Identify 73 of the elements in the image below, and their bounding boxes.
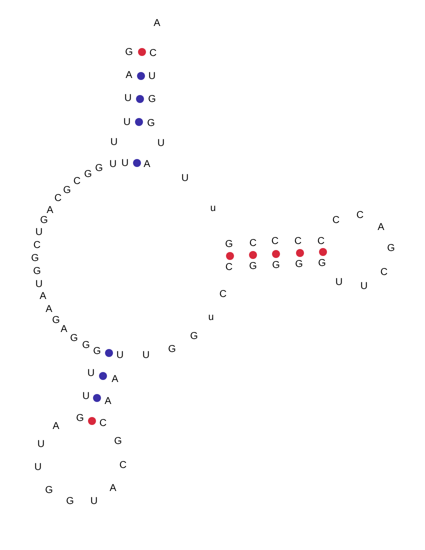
nucleotide-letter: G: [76, 414, 84, 424]
nucleotide-letter: C: [73, 177, 81, 187]
nucleotide-letter: A: [110, 484, 116, 494]
nucleotide-letter: C: [317, 237, 325, 247]
nucleotide-letter: A: [154, 19, 160, 29]
nucleotide-letter: A: [126, 71, 132, 81]
nucleotide-letter: G: [272, 261, 280, 271]
nucleotide-letter: G: [190, 332, 198, 342]
nucleotide-letter: G: [84, 170, 92, 180]
nucleotide-letter: C: [249, 239, 257, 249]
nucleotide-letter: G: [70, 334, 78, 344]
nucleotide-letter: C: [332, 216, 340, 226]
nucleotide-letter: G: [148, 95, 156, 105]
nucleotide-letter: U: [35, 280, 43, 290]
nucleotide-letter: A: [104, 397, 112, 407]
nucleotide-letter: C: [294, 237, 302, 247]
nucleotide-letter: U: [124, 94, 132, 104]
nucleotide-letter: U: [116, 351, 124, 361]
nucleotide-letter: G: [225, 240, 233, 250]
nucleotide-letter: U: [90, 497, 98, 507]
nucleotide-letter: A: [46, 305, 52, 315]
nucleotide-letter: U: [109, 160, 117, 170]
nucleotide-letter: C: [99, 419, 107, 429]
nucleotide-letter: G: [52, 316, 60, 326]
nucleotide-letter: A: [40, 292, 46, 302]
nucleotide-letter: G: [125, 48, 133, 58]
nucleotide-letter: G: [387, 244, 395, 254]
nucleotide-letter: C: [356, 211, 364, 221]
nucleotide-letter: U: [87, 369, 95, 379]
nucleotide-letter: G: [82, 341, 90, 351]
nucleotide-letter: C: [33, 241, 41, 251]
nucleotide-letter: U: [121, 159, 129, 169]
nucleotide-letter: U: [148, 72, 156, 82]
nucleotide-letter: u: [208, 313, 214, 323]
nucleotide-letter: G: [45, 486, 53, 496]
nucleotide-letter: A: [112, 375, 118, 385]
nucleotide-letter: G: [168, 345, 176, 355]
nucleotide-letter: u: [210, 204, 216, 214]
nucleotide-letter: U: [335, 278, 343, 288]
nucleotide-letter: G: [114, 437, 122, 447]
nucleotide-letter: U: [82, 392, 90, 402]
nucleotide-letter: A: [52, 422, 60, 432]
nucleotide-letter: G: [93, 347, 101, 357]
nucleotide-letter: C: [225, 263, 233, 273]
nucleotide-letter: G: [95, 164, 103, 174]
nucleotide-letter: U: [34, 463, 42, 473]
nucleotide-letter: G: [147, 119, 155, 129]
nucleotide-letter: G: [66, 497, 74, 507]
nucleotide-letter: G: [295, 260, 303, 270]
nucleotide-letter: U: [360, 282, 368, 292]
nucleotide-letter: C: [380, 268, 388, 278]
nucleotide-letter: A: [144, 160, 150, 170]
nucleotide-letter: G: [33, 267, 41, 277]
nucleotide-letter: U: [123, 118, 131, 128]
nucleotide-letter: U: [35, 228, 43, 238]
nucleotide-letter: G: [318, 259, 326, 269]
nucleotide-letter: A: [46, 206, 54, 216]
nucleotide-letter: G: [40, 216, 48, 226]
nucleotide-letter: U: [181, 174, 189, 184]
nucleotide-letter: G: [63, 186, 71, 196]
nucleotide-letter: A: [60, 325, 68, 335]
nucleotide-letter: C: [119, 461, 127, 471]
nucleotide-letter: U: [37, 440, 45, 450]
nucleotide-letter: A: [378, 223, 384, 233]
nucleotide-letter: C: [219, 290, 227, 300]
nucleotide-letter: U: [157, 139, 165, 149]
nucleotide-letter: U: [142, 351, 150, 361]
nucleotide-letter: C: [149, 49, 157, 59]
nucleotide-letter: G: [249, 262, 257, 272]
nucleotide-letter: C: [271, 237, 279, 247]
nucleotide-letter: G: [31, 254, 39, 264]
nucleotide-letter: U: [110, 138, 118, 148]
nucleotide-letter: C: [54, 194, 62, 204]
